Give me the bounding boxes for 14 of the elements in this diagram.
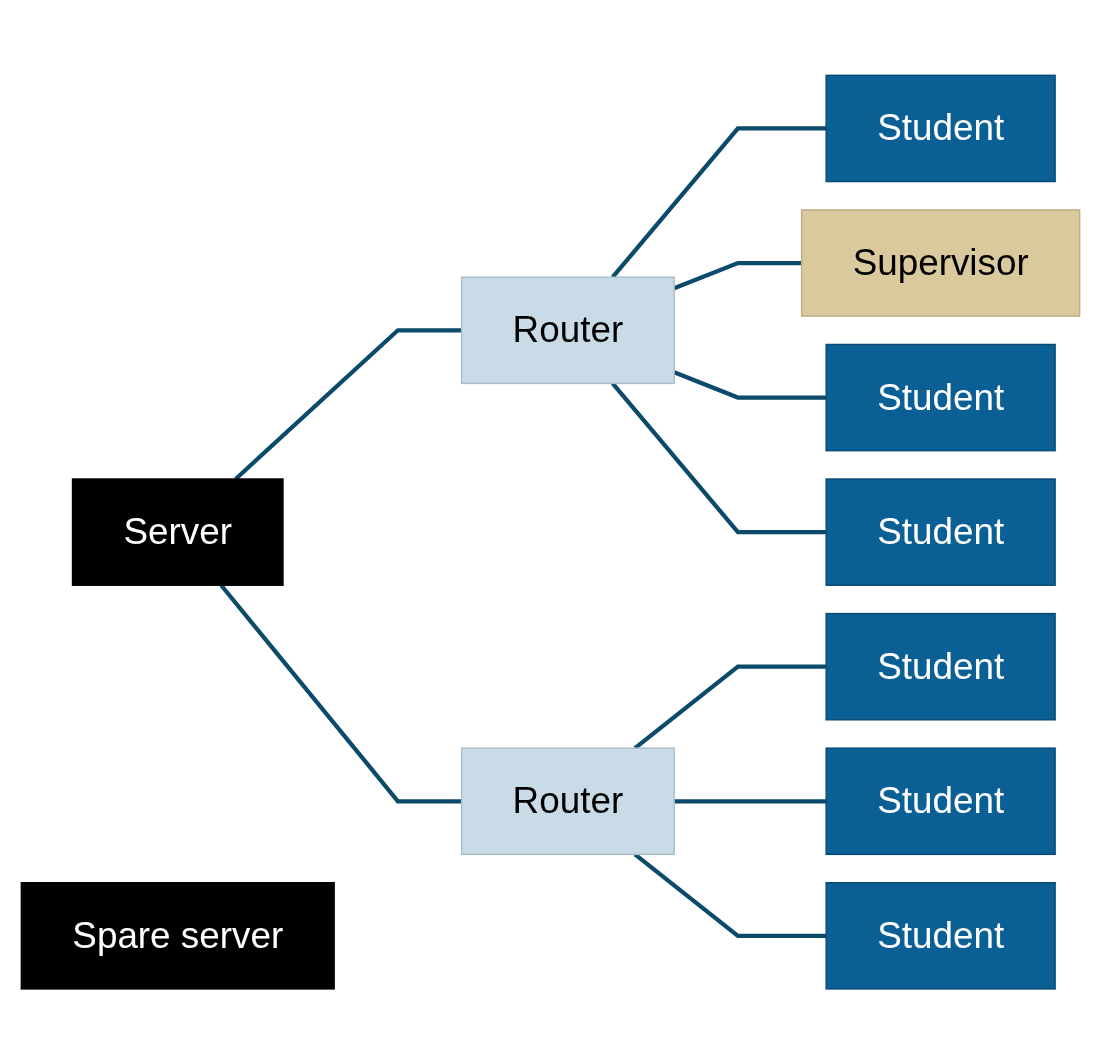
connector — [611, 126, 827, 279]
node-box: Student — [825, 747, 1056, 855]
node-box: Student — [825, 612, 1056, 721]
connector — [633, 664, 827, 750]
node-box: Student — [825, 74, 1056, 183]
node-box: Student — [825, 881, 1056, 990]
node-box: Student — [825, 478, 1056, 586]
node-box: Server — [71, 478, 284, 586]
node-box: Supervisor — [800, 209, 1081, 317]
node-box: Router — [460, 276, 675, 384]
node-box: Student — [825, 343, 1056, 452]
node-box: Spare server — [20, 881, 335, 990]
connector — [674, 799, 827, 804]
node-box: Router — [460, 747, 675, 855]
